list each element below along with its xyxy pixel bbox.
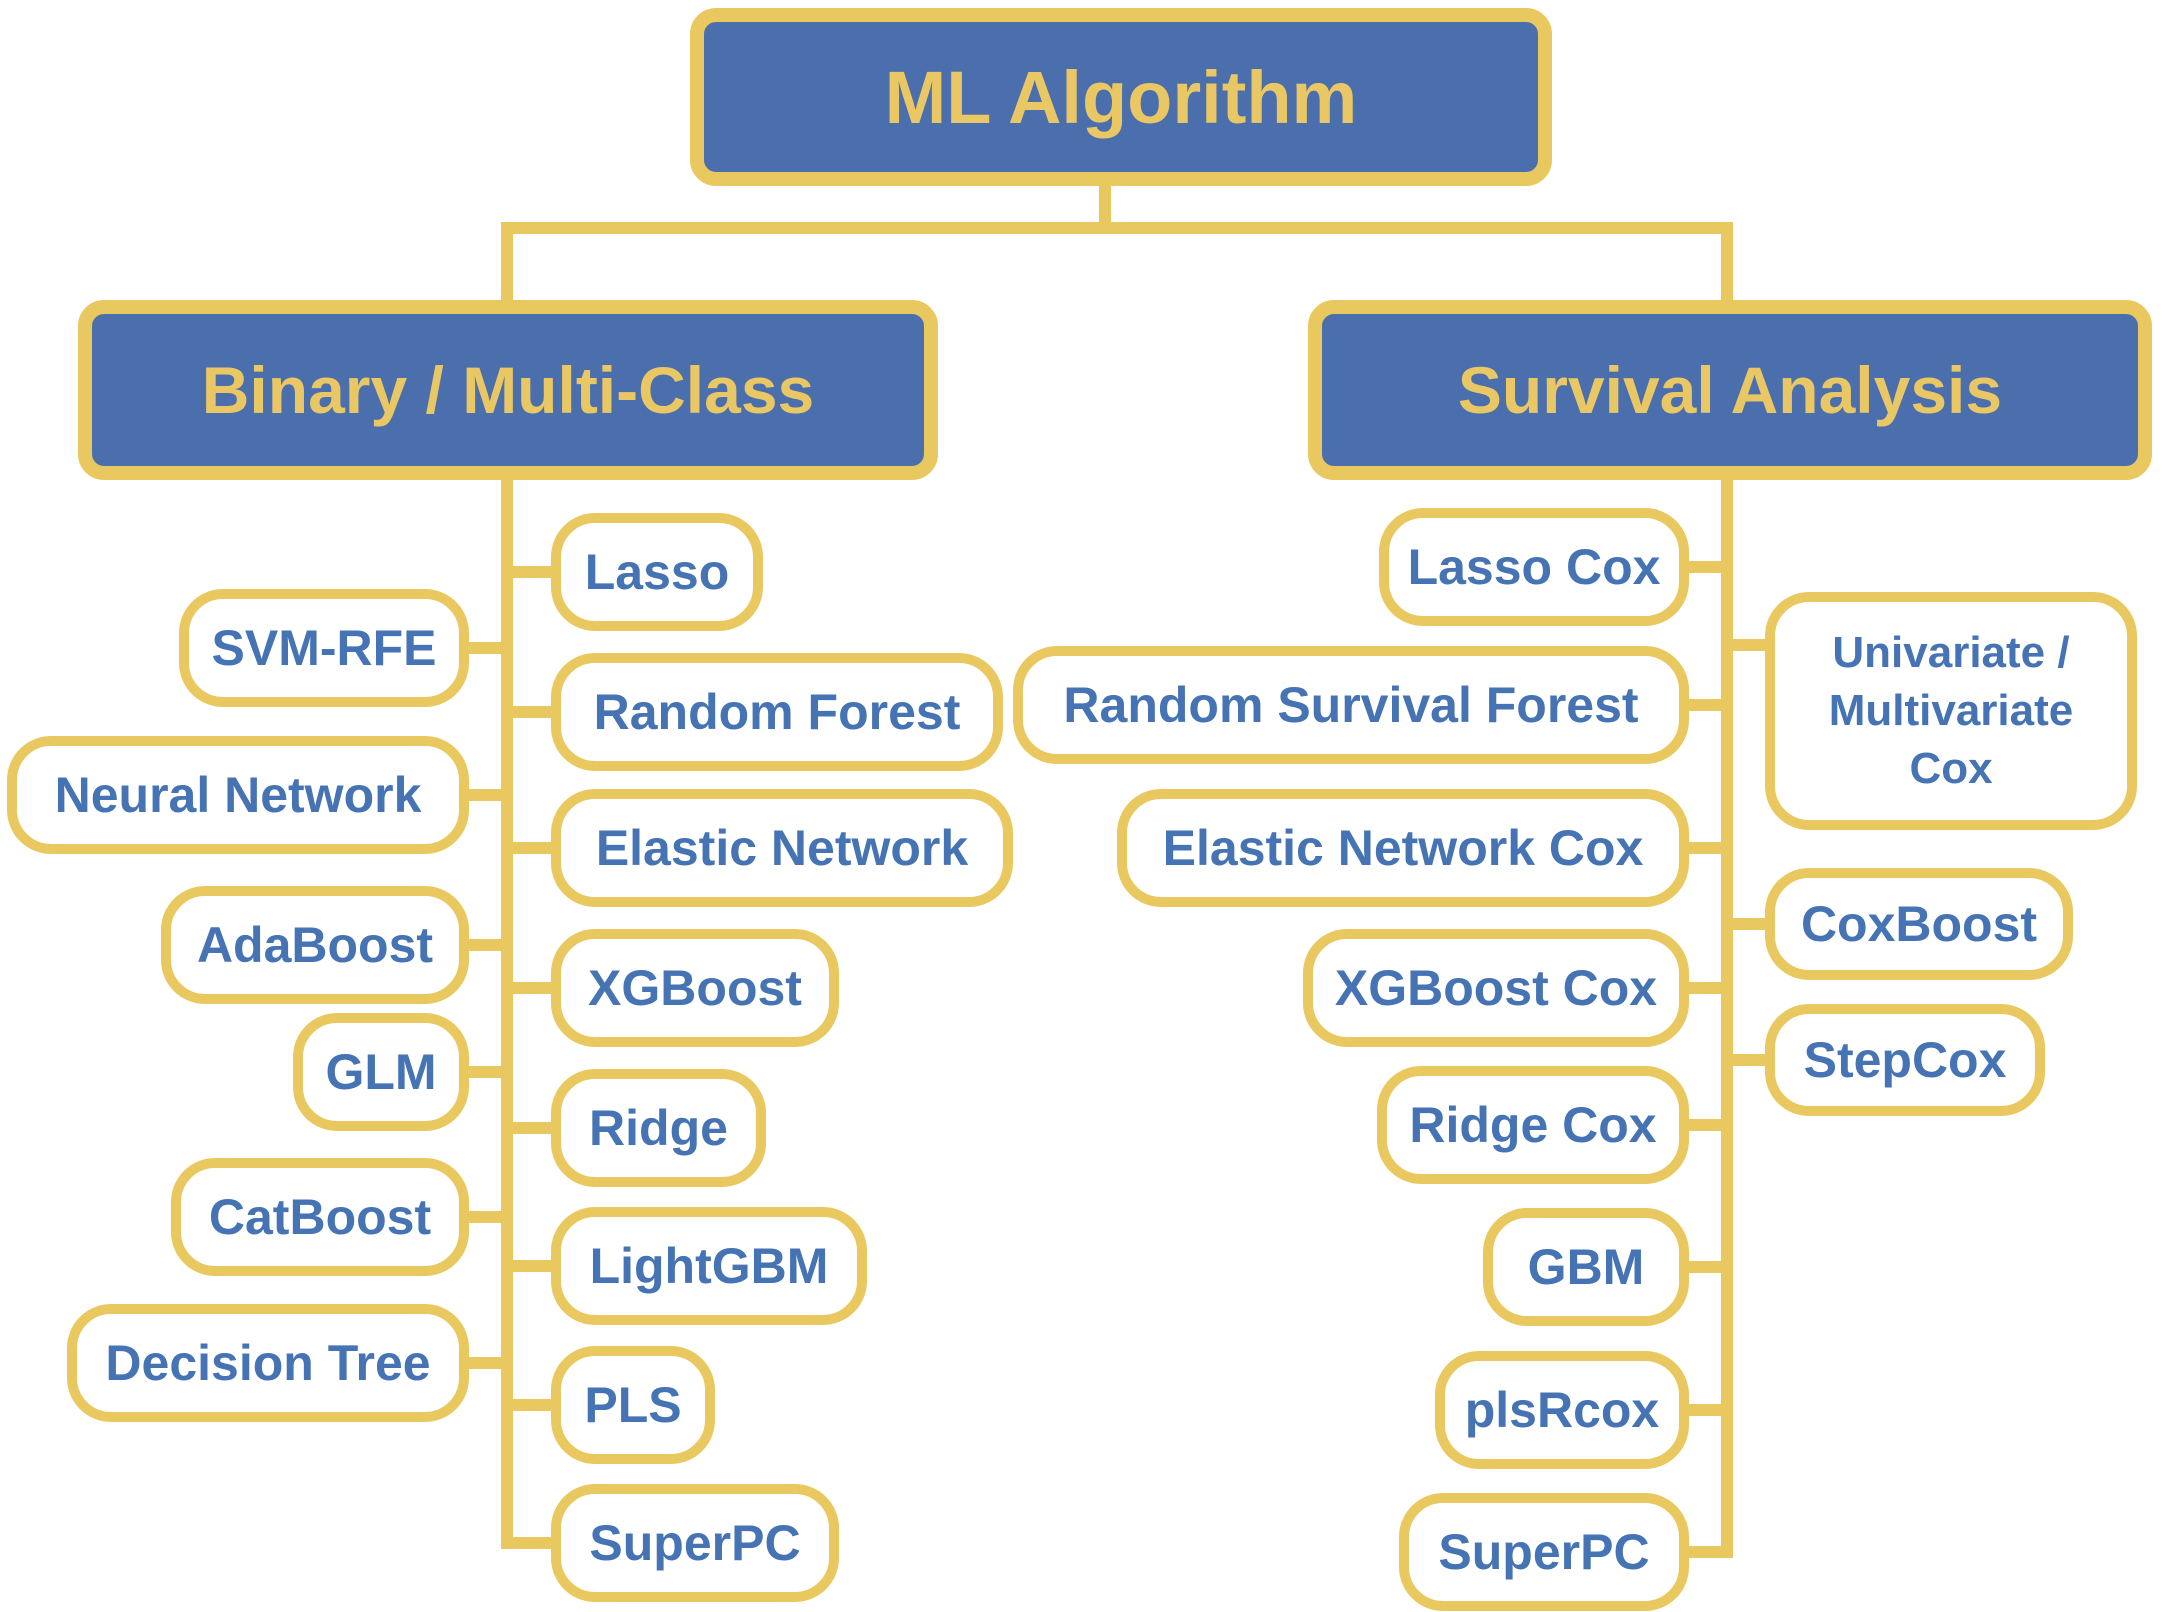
node-superpc: SuperPC (551, 1484, 839, 1602)
connector-stub-elastic-network-cox (1689, 842, 1721, 854)
node-glm: GLM (293, 1013, 469, 1131)
spine-left (501, 476, 513, 1549)
node-lightgbm: LightGBM (551, 1207, 867, 1325)
connector-stub-decision-tree (469, 1357, 501, 1369)
node-decision-tree: Decision Tree (67, 1304, 469, 1422)
connector-stub-pls (513, 1399, 551, 1411)
connector-horizontal-bar (501, 222, 1733, 234)
connector-stub-lasso (513, 566, 551, 578)
connector-left-drop (501, 228, 513, 304)
node-neural-network: Neural Network (7, 736, 469, 854)
node-binary-multi-class: Binary / Multi-Class (78, 300, 938, 480)
connector-stub-superpc (1689, 1546, 1721, 1558)
node-random-survival-forest: Random Survival Forest (1013, 646, 1689, 764)
connector-stub-xgboost (513, 982, 551, 994)
node-xgboost-cox: XGBoost Cox (1303, 929, 1689, 1047)
connector-stub-catboost (469, 1211, 501, 1223)
node-random-forest: Random Forest (551, 653, 1003, 771)
connector-root-stub (1099, 184, 1111, 228)
node-lasso: Lasso (551, 513, 763, 631)
connector-stub-random-survival-forest (1689, 699, 1721, 711)
node-coxboost: CoxBoost (1765, 868, 2073, 980)
node-elastic-network: Elastic Network (551, 789, 1013, 907)
connector-stub-svm-rfe (469, 642, 501, 654)
node-ml-algorithm: ML Algorithm (690, 8, 1552, 186)
node-ridge: Ridge (551, 1069, 766, 1187)
node-gbm: GBM (1483, 1208, 1689, 1326)
connector-stub-ridge (513, 1122, 551, 1134)
node-stepcox: StepCox (1765, 1004, 2045, 1116)
node-survival-analysis: Survival Analysis (1308, 300, 2152, 480)
node-lasso-cox: Lasso Cox (1379, 508, 1689, 626)
node-pls: PLS (551, 1346, 715, 1464)
node-catboost: CatBoost (171, 1158, 469, 1276)
connector-stub-random-forest (513, 706, 551, 718)
connector-stub-stepcox (1733, 1054, 1765, 1066)
node-svm-rfe: SVM-RFE (179, 589, 469, 707)
connector-stub-adaboost (469, 939, 501, 951)
connector-stub-ridge-cox (1689, 1119, 1721, 1131)
connector-stub-lightgbm (513, 1260, 551, 1272)
node-ridge-cox: Ridge Cox (1377, 1066, 1689, 1184)
connector-stub-plsrcox (1689, 1404, 1721, 1416)
connector-stub-elastic-network (513, 842, 551, 854)
connector-right-drop (1721, 228, 1733, 304)
connector-stub-xgboost-cox (1689, 982, 1721, 994)
connector-stub-univariate-multivariate-cox (1733, 639, 1765, 651)
node-adaboost: AdaBoost (161, 886, 469, 1004)
connector-stub-coxboost (1733, 918, 1765, 930)
node-elastic-network-cox: Elastic Network Cox (1117, 789, 1689, 907)
node-superpc: SuperPC (1399, 1493, 1689, 1611)
node-plsrcox: plsRcox (1435, 1351, 1689, 1469)
node-univariate-multivariate-cox: Univariate / Multivariate Cox (1765, 592, 2137, 830)
spine-right (1721, 476, 1733, 1558)
node-xgboost: XGBoost (551, 929, 839, 1047)
connector-stub-gbm (1689, 1261, 1721, 1273)
connector-stub-glm (469, 1066, 501, 1078)
connector-stub-neural-network (469, 789, 501, 801)
connector-stub-lasso-cox (1689, 561, 1721, 573)
connector-stub-superpc (513, 1537, 551, 1549)
